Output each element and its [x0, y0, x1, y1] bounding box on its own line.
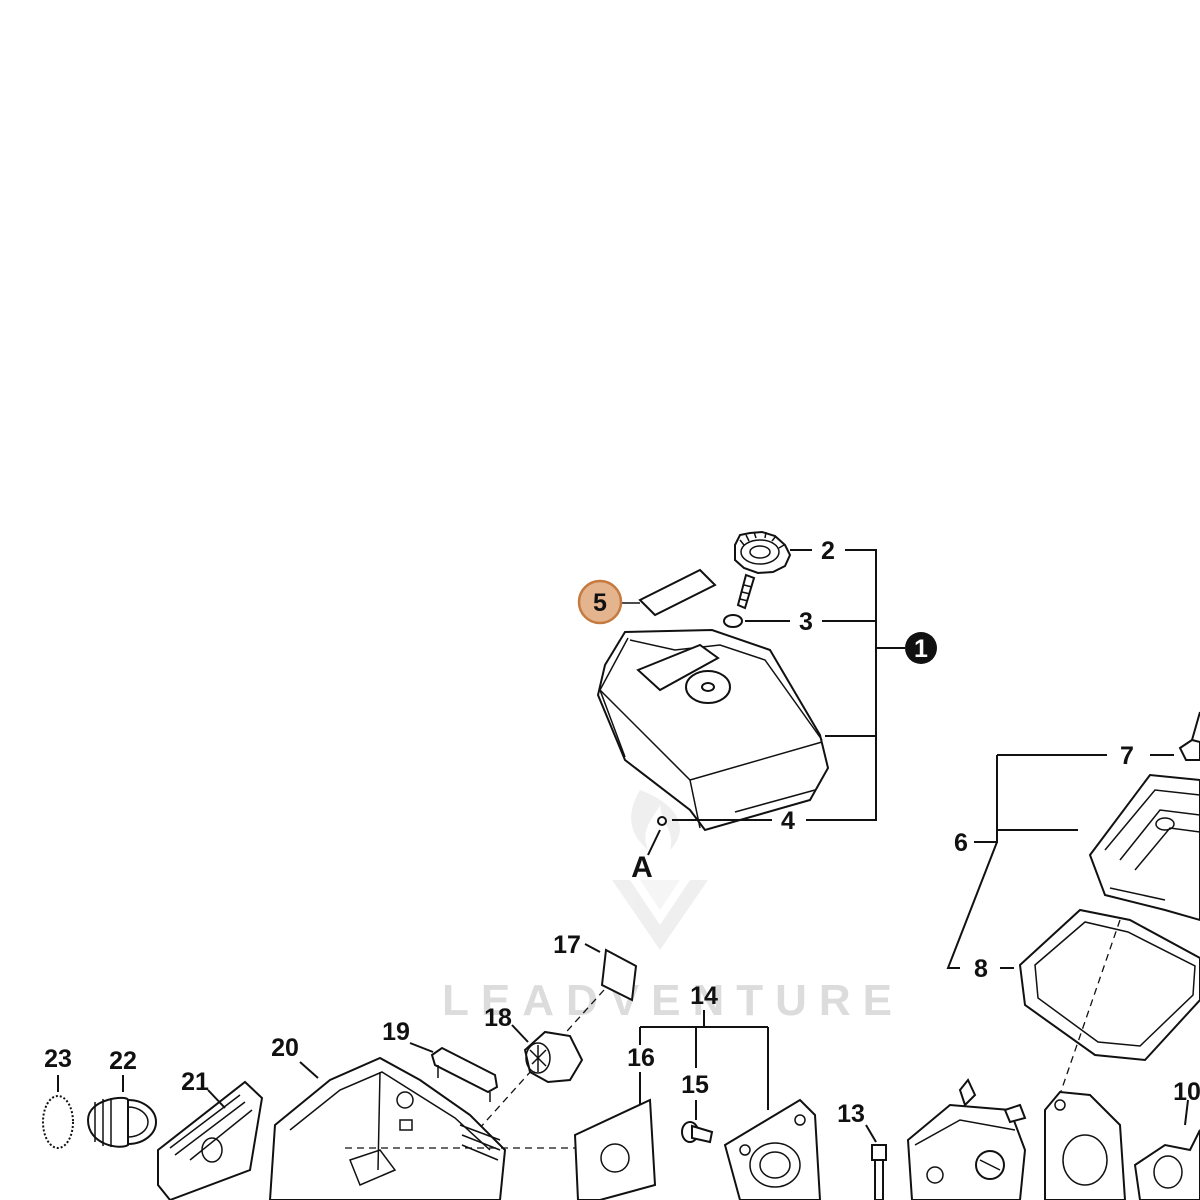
watermark-text: LEADVENTURE [442, 976, 904, 1025]
callout-20: 20 [271, 1034, 299, 1062]
callout-2: 2 [821, 537, 835, 565]
carburetor[interactable] [906, 1078, 1027, 1200]
callout-6: 6 [954, 829, 968, 857]
filter-nut[interactable] [1178, 711, 1200, 761]
carb-flange[interactable] [723, 1098, 822, 1200]
leader-19 [409, 1042, 434, 1053]
leader-lines-cover [622, 549, 905, 856]
callout-19: 19 [382, 1018, 410, 1046]
o-ring[interactable] [657, 816, 667, 826]
leader-18 [511, 1024, 529, 1043]
callout-5: 5 [593, 589, 607, 617]
callout-1-badge[interactable]: 1 [905, 632, 937, 664]
intake-flange[interactable] [1044, 1090, 1127, 1200]
screw-15[interactable] [681, 1121, 714, 1144]
baffle-plate[interactable] [157, 1080, 264, 1200]
callout-7: 7 [1120, 742, 1134, 770]
leader-17 [584, 943, 601, 953]
callout-16: 16 [627, 1044, 655, 1072]
air-filter[interactable] [1088, 773, 1200, 922]
spring-clip[interactable] [42, 1095, 74, 1149]
leader-lines-filter [946, 754, 1174, 1101]
callout-14: 14 [690, 982, 718, 1010]
callout-A: A [631, 851, 653, 884]
screw-13[interactable] [871, 1144, 887, 1200]
callout-4: 4 [781, 807, 795, 835]
leader-10 [1184, 1099, 1189, 1126]
callout-10: 10 [1173, 1078, 1200, 1106]
callout-15: 15 [681, 1071, 709, 1099]
leader-21 [207, 1089, 226, 1109]
filter-seal[interactable] [1018, 908, 1200, 1062]
gasket-16[interactable] [573, 1098, 657, 1200]
leader-14-group [639, 1010, 769, 1120]
callout-8: 8 [974, 955, 988, 983]
callout-13: 13 [837, 1100, 865, 1128]
intake-element[interactable] [523, 1030, 584, 1084]
intake-bar[interactable] [430, 1046, 499, 1102]
callout-18: 18 [484, 1004, 512, 1032]
rubber-sleeve[interactable] [86, 1096, 157, 1148]
callout-1: 1 [914, 635, 928, 663]
part-10[interactable] [1133, 1129, 1200, 1200]
leader-13 [865, 1124, 877, 1143]
callout-22: 22 [109, 1047, 137, 1075]
watermark-logo [612, 790, 708, 950]
engine-housing[interactable] [268, 1056, 507, 1200]
cover-knob[interactable] [734, 530, 792, 610]
washer[interactable] [723, 614, 743, 628]
callout-17: 17 [553, 931, 581, 959]
callout-23: 23 [44, 1045, 72, 1073]
decal-label[interactable] [638, 568, 717, 617]
callout-3: 3 [799, 608, 813, 636]
callout-5-highlight[interactable]: 5 [577, 579, 623, 625]
gasket-plate[interactable] [600, 948, 638, 1002]
filter-cover[interactable] [596, 628, 830, 832]
leader-20 [299, 1061, 319, 1079]
callout-21: 21 [181, 1068, 209, 1096]
